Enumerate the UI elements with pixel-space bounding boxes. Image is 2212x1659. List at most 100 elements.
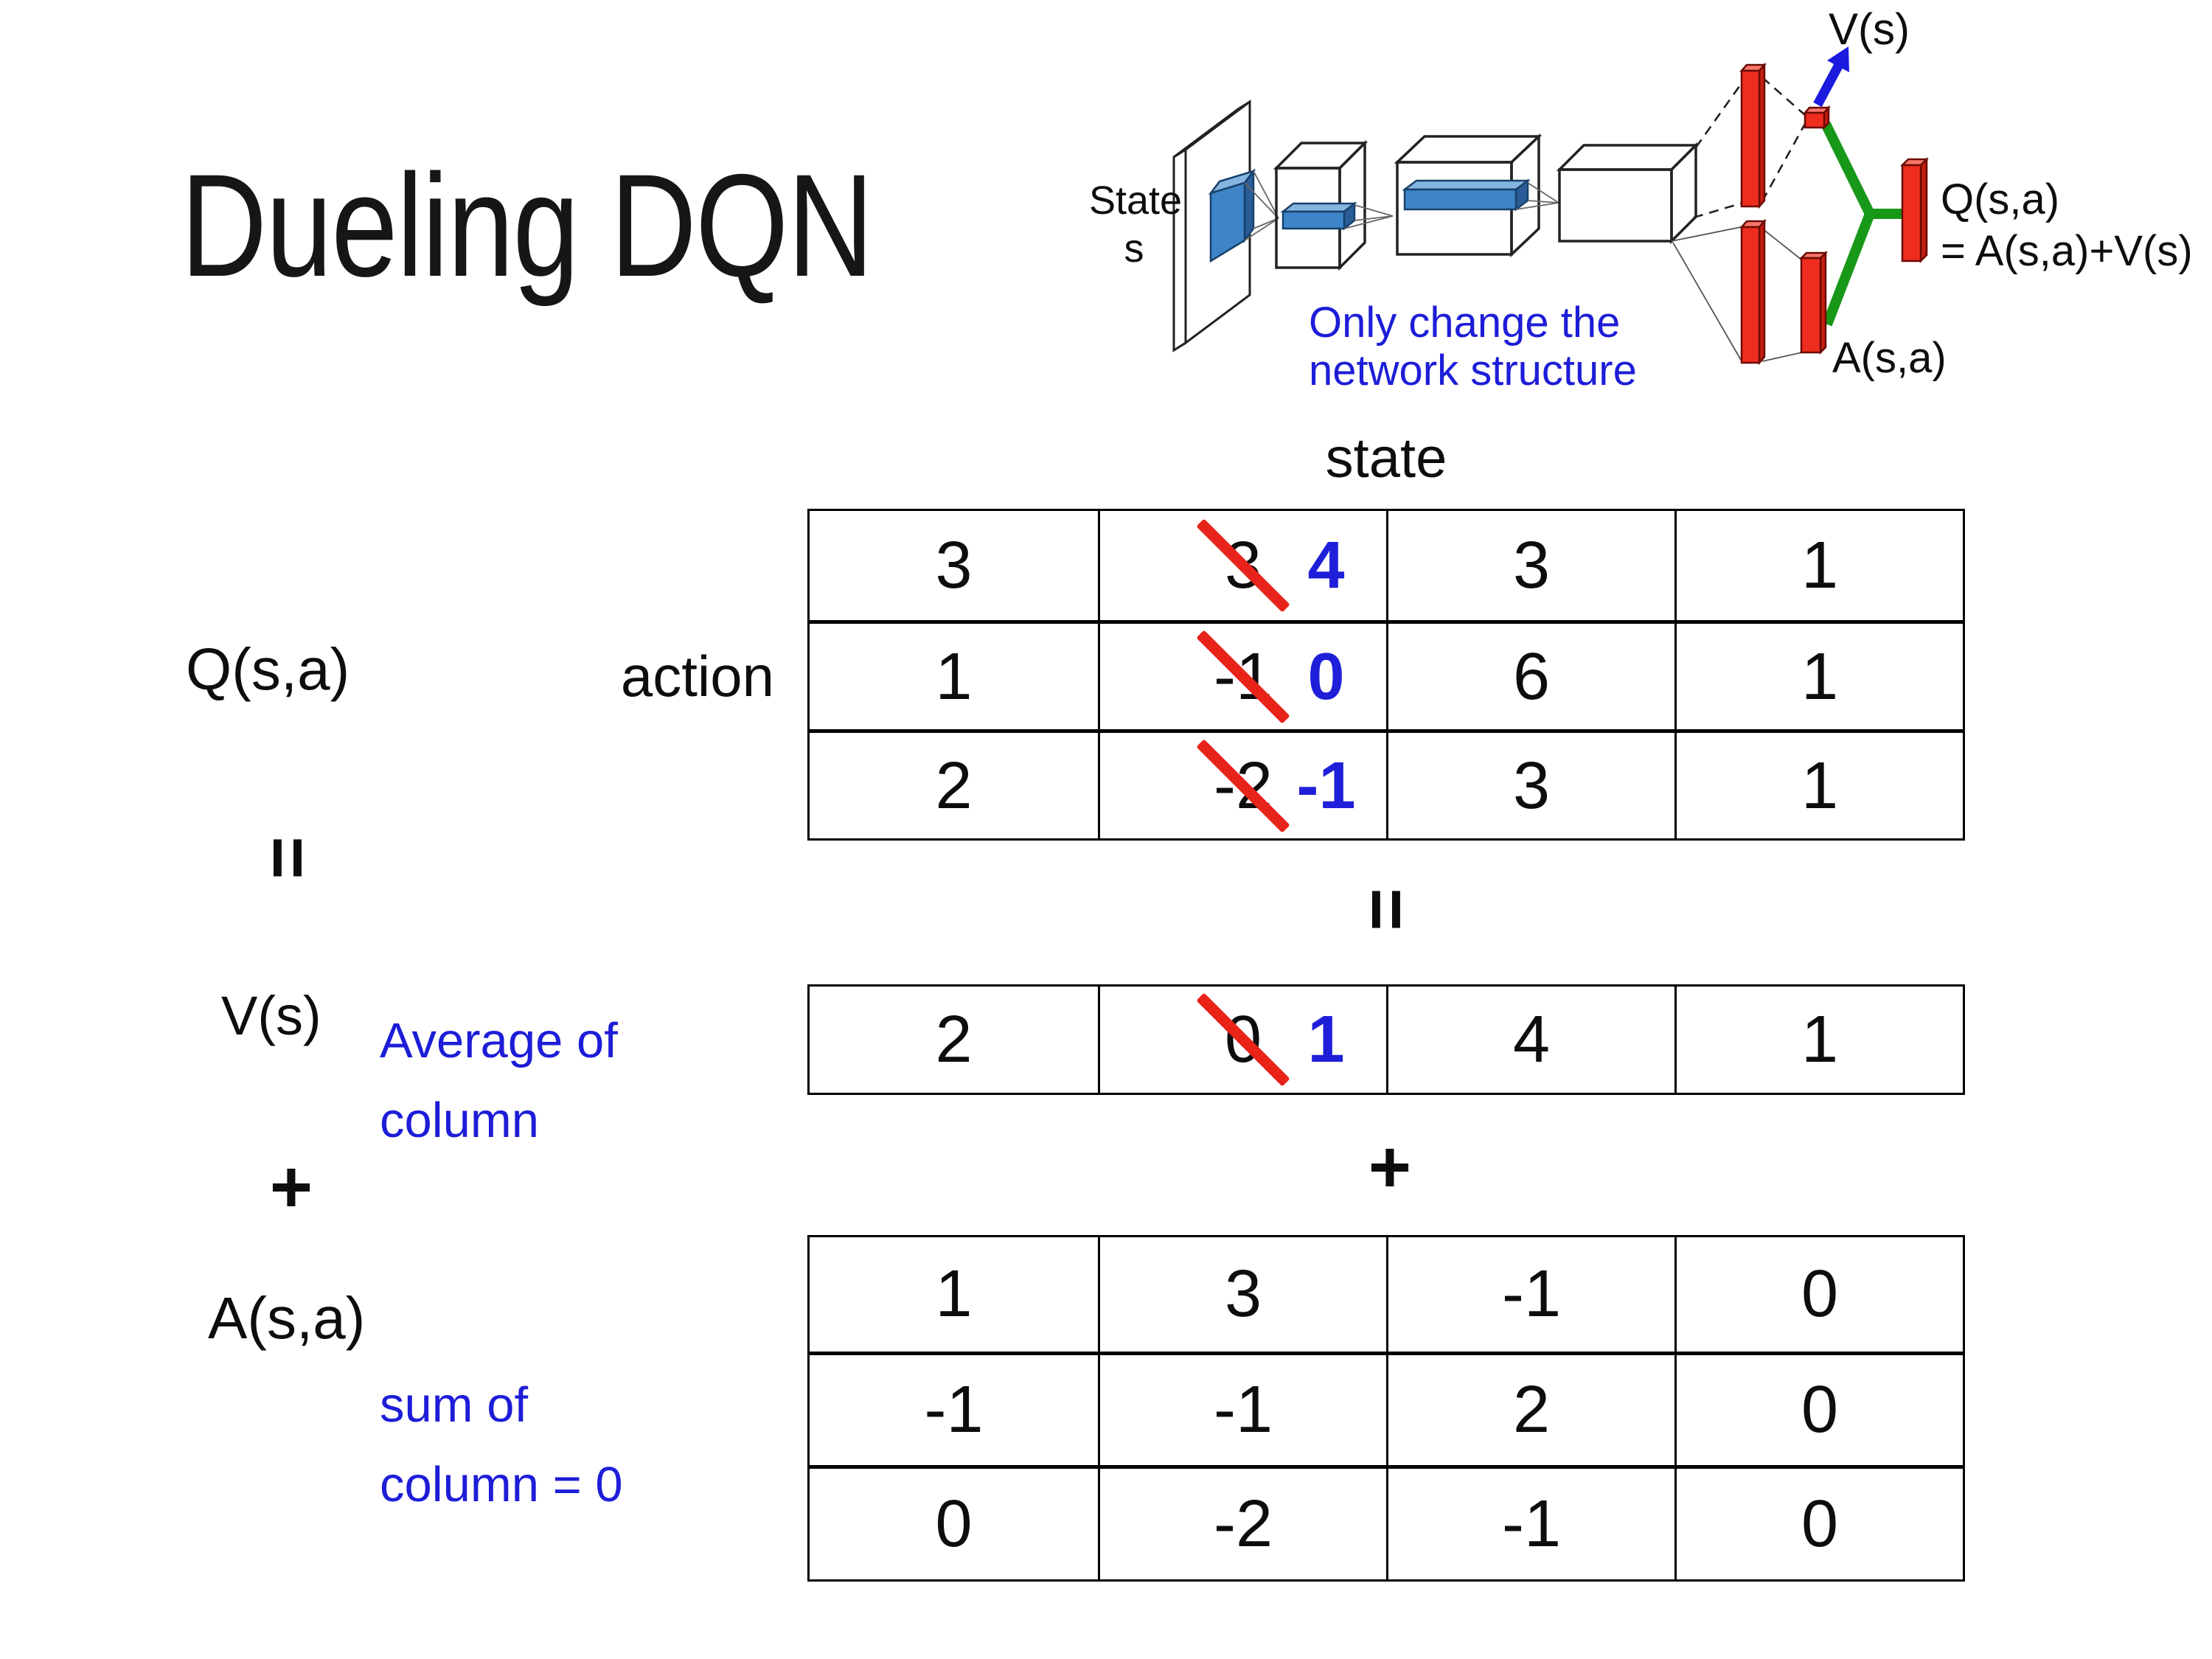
cell-value: 1: [935, 639, 973, 714]
state-input-label-line1: State: [1089, 178, 1182, 223]
feature-bar-1: [1280, 201, 1357, 231]
table-cell: 2: [810, 987, 1098, 1093]
value-stream-bar: [1739, 62, 1767, 209]
cell-value: 0: [1801, 1373, 1839, 1447]
cell-value: 3: [1512, 529, 1551, 602]
table-cell: -1: [1386, 1237, 1674, 1352]
combine-connector: [1820, 121, 1902, 327]
corrected-value: 0: [1307, 639, 1345, 714]
feature-bar-2: [1402, 178, 1531, 212]
table-cell: 3: [810, 511, 1098, 620]
table-cell: 1: [810, 1237, 1098, 1352]
cell-value: 3: [935, 529, 973, 602]
corrected-value: -1: [1296, 748, 1356, 823]
crossed-out-value-wrap: -1: [1196, 629, 1290, 724]
equals-sign-left: =: [236, 810, 339, 905]
cell-value: 0: [1801, 1257, 1839, 1332]
cell-value: 0: [1801, 1487, 1839, 1562]
plus-sign-left: +: [269, 1145, 313, 1228]
v-output-label: V(s): [1829, 7, 1910, 54]
average-note-line2: column: [380, 1093, 539, 1148]
cell-value: -1: [1501, 1257, 1562, 1332]
cell-value: 1: [1801, 529, 1839, 602]
advantage-stream-bar: [1739, 218, 1767, 366]
table-cell: 34: [1098, 511, 1386, 620]
cell-value: 2: [935, 748, 973, 823]
table-cell: 1: [1674, 511, 1963, 620]
state-input-label-line2: s: [1124, 226, 1144, 271]
equals-sign-center: =: [1335, 861, 1438, 957]
average-note-line1: Average of: [380, 1013, 618, 1068]
table-cell: -10: [1098, 620, 1386, 729]
projection-lines: [1244, 170, 1279, 241]
table-cell: -1: [810, 1351, 1098, 1466]
action-axis-label: action: [620, 644, 774, 709]
table-cell: 1: [810, 620, 1098, 729]
table-cell: 01: [1098, 987, 1386, 1093]
slide-title: Dueling DQN: [181, 144, 874, 307]
state-axis-header: state: [1325, 427, 1447, 490]
dashed-connections: [1693, 77, 1806, 219]
projection-lines-2: [1343, 204, 1394, 229]
sum-note-line2: column = 0: [380, 1457, 623, 1512]
table-cell: -2-1: [1098, 729, 1386, 838]
conv-feature-wedge: [1208, 168, 1256, 263]
table-cell: 3: [1386, 729, 1674, 838]
advantage-vector-bar: [1798, 250, 1829, 355]
crossed-out-value-wrap: -2: [1196, 738, 1290, 833]
table-cell: 0: [1674, 1237, 1963, 1352]
dueling-network-diagram: State s V(s) Q(s,a) = A(s,a)+V(s) A(s,a)…: [1089, 7, 2190, 394]
cell-value: -1: [1501, 1487, 1562, 1562]
network-note-line1: Only change the: [1309, 299, 1620, 347]
table-cell: -1: [1098, 1351, 1386, 1466]
cell-value: 3: [1512, 748, 1551, 823]
sum-note-line1: sum of: [380, 1377, 529, 1433]
fc-cube: [1556, 142, 1700, 245]
cell-value: 6: [1512, 639, 1551, 714]
table-cell: 0: [1674, 1465, 1963, 1579]
q-output-label-line2: = A(s,a)+V(s): [1941, 227, 2190, 275]
solid-connections: [1671, 226, 1803, 362]
equals-glyph: =: [246, 835, 330, 880]
table-cell: -1: [1386, 1465, 1674, 1579]
cell-value: -1: [924, 1373, 984, 1447]
table-cell: 6: [1386, 620, 1674, 729]
table-cell: 1: [1674, 729, 1963, 838]
scalar-v-node: [1803, 105, 1831, 131]
table-cell: 2: [1386, 1351, 1674, 1466]
corrected-value: 1: [1307, 1003, 1345, 1077]
table-cell: 2: [810, 729, 1098, 838]
equals-glyph: =: [1345, 887, 1428, 931]
advantage-output-label: A(s,a): [1832, 334, 1947, 382]
state-value-table: 20141: [807, 984, 1965, 1095]
v-term-label: V(s): [221, 985, 321, 1046]
a-term-label: A(s,a): [208, 1285, 366, 1351]
cell-value: 1: [1801, 748, 1839, 823]
table-cell: 0: [810, 1465, 1098, 1579]
table-cell: 3: [1386, 511, 1674, 620]
plus-sign-center: +: [1368, 1125, 1412, 1208]
table-cell: 1: [1674, 620, 1963, 729]
table-cell: 0: [1674, 1351, 1963, 1466]
crossed-out-value-wrap: 0: [1196, 992, 1290, 1087]
table-cell: 1: [1674, 987, 1963, 1093]
cell-value: 2: [1512, 1373, 1551, 1447]
cell-value: 1: [935, 1257, 973, 1332]
cell-value: 1: [1801, 639, 1839, 714]
network-note-line2: network structure: [1309, 347, 1637, 394]
table-cell: 4: [1386, 987, 1674, 1093]
cell-value: 2: [935, 1003, 973, 1077]
q-term-label: Q(s,a): [186, 636, 350, 702]
cell-value: 4: [1512, 1003, 1551, 1077]
corrected-value: 4: [1307, 529, 1345, 602]
cell-value: 3: [1224, 1257, 1262, 1332]
cell-value: 1: [1801, 1003, 1839, 1077]
q-output-bar: [1899, 156, 1930, 264]
q-output-label-line1: Q(s,a): [1941, 175, 2059, 223]
table-cell: 3: [1098, 1237, 1386, 1352]
crossed-out-value-wrap: 3: [1196, 518, 1290, 613]
table-cell: -2: [1098, 1465, 1386, 1579]
